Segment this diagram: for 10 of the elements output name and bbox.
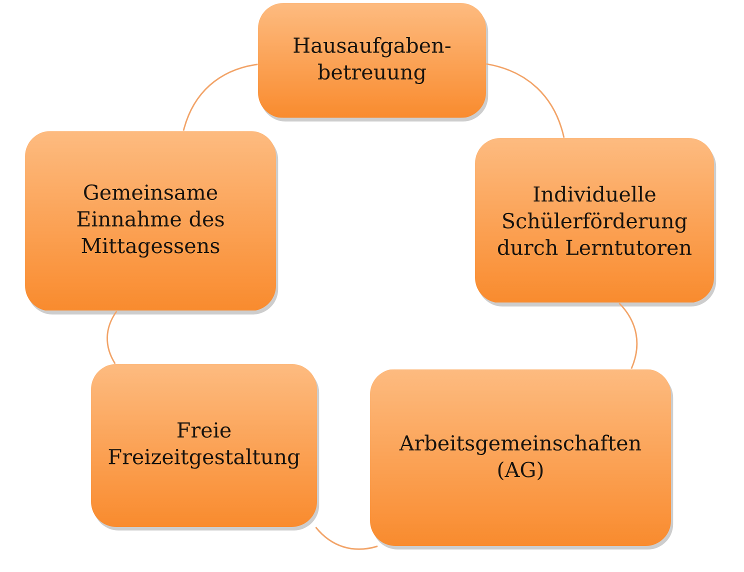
arc-connector xyxy=(182,64,258,131)
rounded-box: Gemeinsame Einnahme des Mittagessens xyxy=(25,131,278,314)
arc-connector xyxy=(106,310,118,364)
rounded-box: Hausaufgaben- betreuung xyxy=(258,3,488,122)
rounded-box: Freie Freizeitgestaltung xyxy=(91,364,320,530)
arc-connector xyxy=(315,526,378,550)
arc-connector xyxy=(618,302,638,369)
rounded-box: Individuelle Schülerförderung durch Lerntutoren xyxy=(475,138,716,306)
arc-connector xyxy=(486,63,565,138)
rounded-box: Arbeitsgemeinschaften (AG) xyxy=(370,369,674,550)
